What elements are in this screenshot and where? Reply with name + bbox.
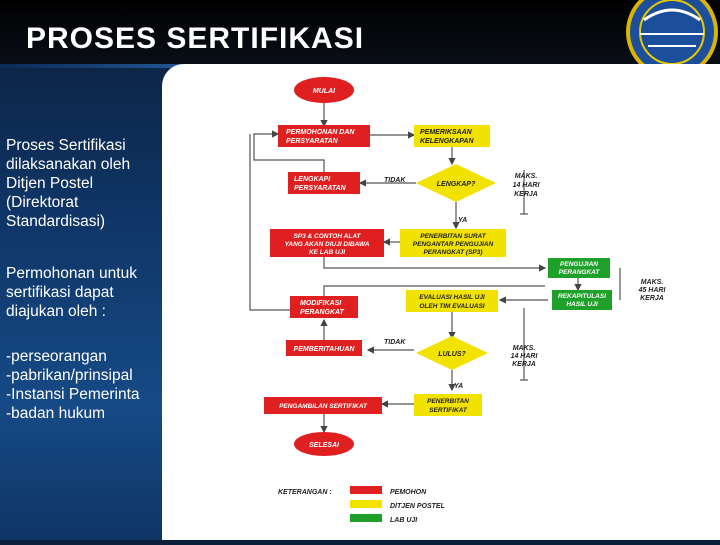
legend-label: PEMOHON bbox=[390, 489, 427, 496]
maks-label: MAKS. bbox=[515, 173, 538, 180]
penerbitan-sp3-box bbox=[400, 229, 506, 257]
modifikasi-box bbox=[290, 296, 358, 318]
maks-label: KERJA bbox=[512, 361, 536, 368]
title-bar bbox=[0, 0, 720, 68]
maks-label: MAKS. bbox=[513, 345, 536, 352]
applicant-list: -perseorangan -pabrikan/prinsipal -Insta… bbox=[6, 347, 140, 423]
start-node bbox=[294, 77, 354, 103]
legend-swatch-pemohon bbox=[350, 486, 382, 494]
maks-label: 14 HARI bbox=[511, 353, 539, 360]
pengambilan-label: PENGAMBILAN SERTIFIKAT bbox=[279, 403, 368, 410]
intro-line: Proses Sertifikasi bbox=[6, 137, 126, 154]
tidak-label: TIDAK bbox=[384, 339, 406, 346]
pemberitahuan-label: PEMBERITAHUAN bbox=[294, 346, 356, 353]
start-label: MULAI bbox=[313, 88, 336, 95]
intro-line: Standardisasi) bbox=[6, 213, 106, 230]
penerbitan-label: PENERBITAN SURAT bbox=[420, 233, 487, 240]
evaluasi-box bbox=[406, 290, 498, 312]
penerbitan-label: PENGANTAR PENGUJIAN bbox=[413, 241, 494, 248]
flowchart-panel: MULAI PERMOHONAN DAN PERSYARATAN PEMERIK… bbox=[162, 64, 720, 540]
sp3-label: KE LAB UJI bbox=[309, 249, 345, 256]
lengkapi-label: LENGKAPI bbox=[294, 176, 331, 183]
ya-label: YA bbox=[454, 383, 463, 390]
pemeriksaan-box bbox=[414, 125, 490, 147]
tidak-label: TIDAK bbox=[384, 177, 406, 184]
pemeriksaan-label: KELENGKAPAN bbox=[420, 138, 474, 145]
penerbitan-label: PERANGKAT (SP3) bbox=[423, 249, 482, 256]
lengkap-label: LENGKAP? bbox=[437, 181, 476, 188]
list-item: -badan hukum bbox=[6, 405, 106, 422]
intro-paragraph: Proses Sertifikasi dilaksanakan oleh Dit… bbox=[6, 136, 130, 231]
end-label: SELESAI bbox=[309, 442, 340, 449]
lengkap-decision bbox=[416, 164, 496, 202]
penerbitan-sertifikat-label: SERTIFIKAT bbox=[429, 407, 468, 414]
end-node bbox=[294, 432, 354, 456]
rekapitulasi-label: HASIL UJI bbox=[566, 301, 597, 308]
lulus-label: LULUS? bbox=[438, 351, 466, 358]
list-item: -Instansi Pemerinta bbox=[6, 386, 140, 403]
intro-line: (Direktorat bbox=[6, 194, 79, 211]
maks-label: KERJA bbox=[514, 191, 538, 198]
list-item: -pabrikan/prinsipal bbox=[6, 367, 133, 384]
lengkapi-box bbox=[288, 172, 360, 194]
modifikasi-label: MODIFIKASI bbox=[300, 300, 342, 307]
pemeriksaan-label: PEMERIKSAAN bbox=[420, 129, 473, 136]
flow-connectors bbox=[249, 103, 621, 434]
intro-line: Ditjen Postel bbox=[6, 175, 94, 192]
applicant-line: diajukan oleh : bbox=[6, 303, 106, 320]
pengujian-box bbox=[548, 258, 610, 278]
modifikasi-label: PERANGKAT bbox=[300, 309, 345, 316]
sp3-label: YANG AKAN DIUJI DIBAWA bbox=[285, 241, 370, 248]
applicant-line: Permohonan untuk bbox=[6, 265, 137, 282]
applicant-line: sertifikasi dapat bbox=[6, 284, 114, 301]
maks45-label: MAKS. bbox=[641, 279, 664, 286]
pemberitahuan-box bbox=[286, 340, 362, 356]
evaluasi-label: OLEH TIM EVALUASI bbox=[419, 303, 484, 310]
flowchart: MULAI PERMOHONAN DAN PERSYARATAN PEMERIK… bbox=[249, 77, 667, 524]
pengujian-label: PERANGKAT bbox=[559, 269, 601, 276]
list-item: -perseorangan bbox=[6, 348, 107, 365]
penerbitan-sertifikat-label: PENERBITAN bbox=[427, 398, 469, 405]
sp3-label: SP3 & CONTOH ALAT bbox=[293, 233, 361, 240]
permohonan-box bbox=[278, 125, 370, 147]
maks45-label: KERJA bbox=[640, 295, 664, 302]
sp3-box bbox=[270, 229, 384, 257]
pengambilan-box bbox=[264, 397, 382, 414]
penerbitan-sertifikat-box bbox=[414, 394, 482, 416]
lengkapi-label: PERSYARATAN bbox=[294, 185, 347, 192]
rekapitulasi-label: REKAPITULASI bbox=[558, 293, 606, 300]
maks-label: 14 HARI bbox=[513, 182, 541, 189]
permohonan-label: PERMOHONAN DAN bbox=[286, 129, 355, 136]
legend-label: DITJEN POSTEL bbox=[390, 503, 445, 510]
lulus-decision bbox=[416, 336, 488, 370]
legend-swatch-lab bbox=[350, 514, 382, 522]
legend-swatch-postel bbox=[350, 500, 382, 508]
evaluasi-label: EVALUASI HASIL UJI bbox=[419, 294, 485, 301]
maks45-label: 45 HARI bbox=[638, 287, 667, 294]
slide-title: PROSES SERTIFIKASI bbox=[26, 22, 365, 55]
legend-label: LAB UJI bbox=[390, 517, 418, 524]
legend-title: KETERANGAN : bbox=[278, 489, 332, 496]
rekapitulasi-box bbox=[552, 290, 612, 310]
intro-line: dilaksanakan oleh bbox=[6, 156, 131, 173]
pengujian-label: PENGUJIAN bbox=[560, 261, 598, 268]
ya-label: YA bbox=[458, 217, 467, 224]
permohonan-label: PERSYARATAN bbox=[286, 138, 339, 145]
applicant-paragraph: Permohonan untuk sertifikasi dapat diaju… bbox=[6, 264, 137, 321]
